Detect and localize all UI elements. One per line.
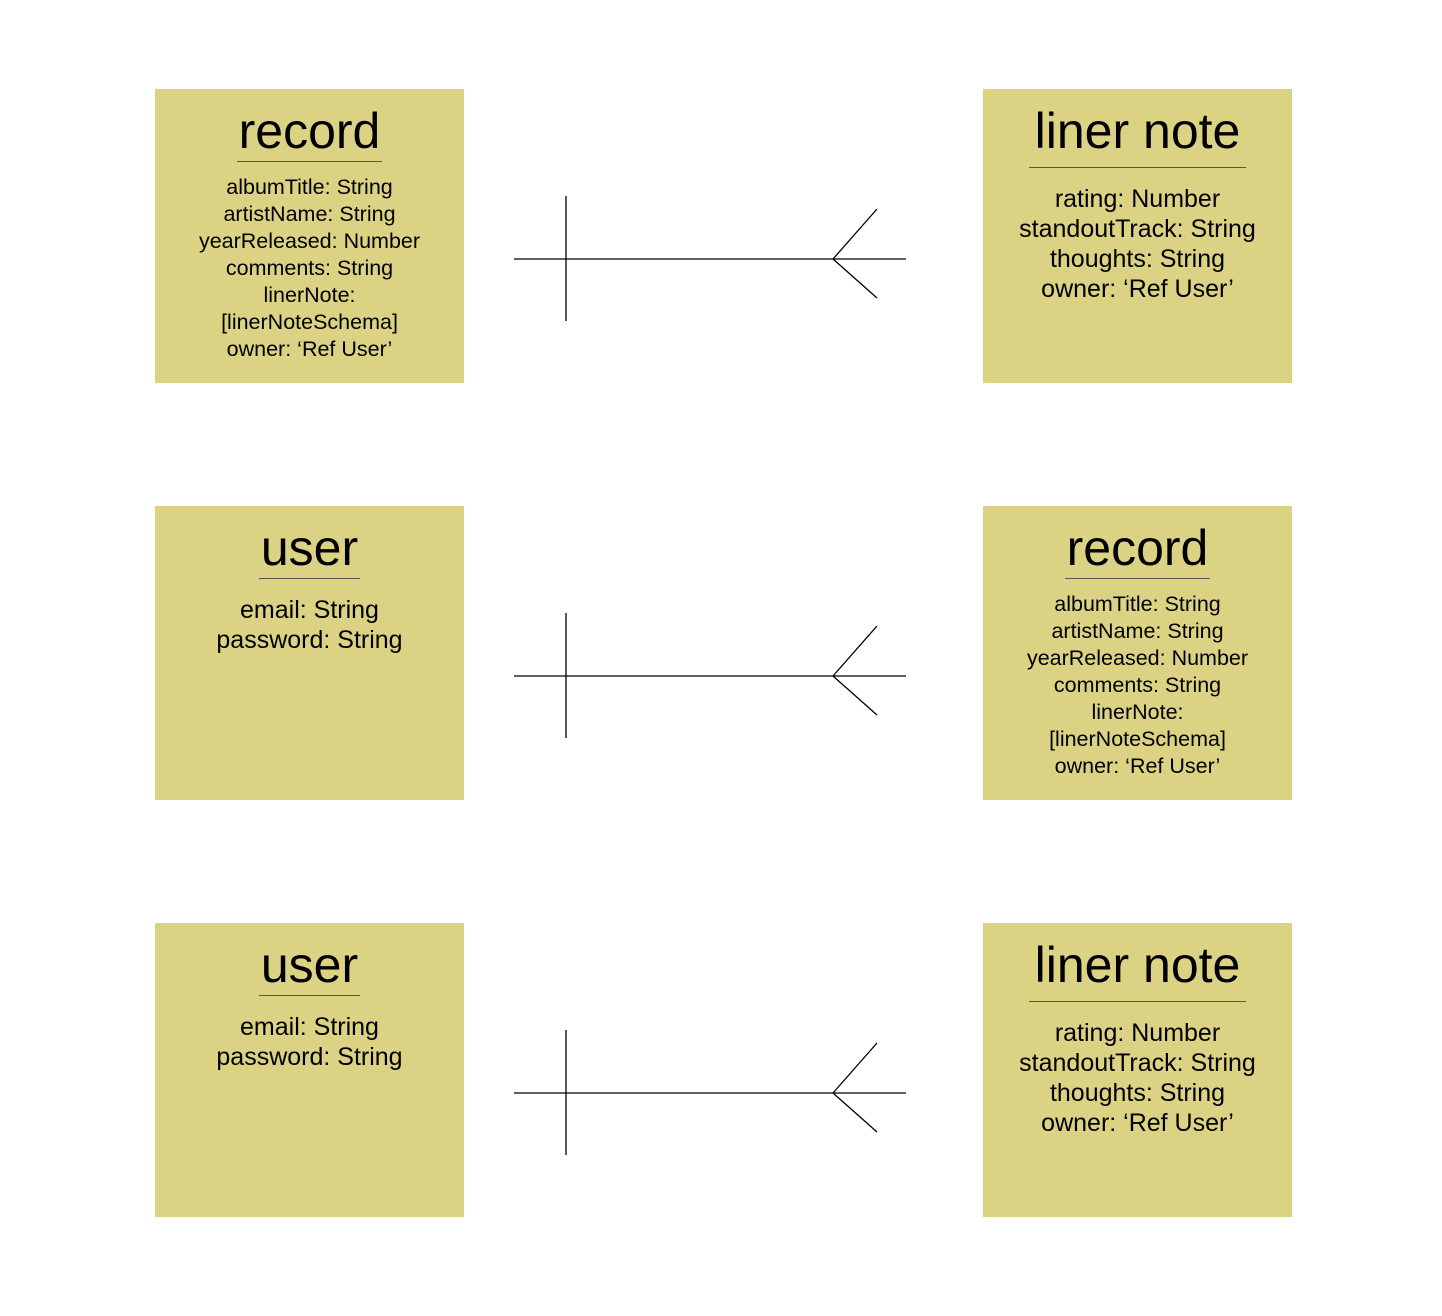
attribute: albumTitle: String [1054,592,1221,616]
attribute-list: albumTitle: String artistName: String ye… [155,174,464,363]
attribute: email: String [240,596,379,624]
entity-liner-note-1: liner note rating: Number standoutTrack:… [983,89,1292,383]
entity-user-1: user email: String password: String [155,506,464,800]
attribute: password: String [216,1043,403,1071]
entity-user-2: user email: String password: String [155,923,464,1217]
attribute: comments: String [1053,673,1222,697]
attribute-list: rating: Number standoutTrack: String tho… [983,184,1292,304]
entity-title: record [236,103,383,162]
crows-foot-lower [832,675,878,716]
attribute: linerNote: [1091,700,1184,724]
attribute: comments: String [225,256,394,280]
attribute: yearReleased: Number [198,229,421,253]
entity-title: user [258,520,361,579]
crows-foot-lower [832,1092,878,1133]
attribute-list: email: String password: String [155,595,464,655]
attribute: owner: ‘Ref User’ [1041,275,1234,303]
attribute: yearReleased: Number [1026,646,1249,670]
attribute: linerNote: [263,283,356,307]
attribute-list: rating: Number standoutTrack: String tho… [983,1018,1292,1138]
relationship-one-to-many-1 [514,196,906,321]
crows-foot-upper [832,1042,878,1094]
attribute-list: albumTitle: String artistName: String ye… [983,591,1292,780]
attribute: email: String [240,1013,379,1041]
attribute: thoughts: String [1049,1079,1226,1107]
attribute-list: email: String password: String [155,1012,464,1072]
attribute: rating: Number [1054,185,1221,213]
attribute: password: String [216,626,403,654]
attribute: thoughts: String [1049,245,1226,273]
relationship-one-to-many-3 [514,1030,906,1155]
entity-record-1: record albumTitle: String artistName: St… [155,89,464,383]
attribute: rating: Number [1054,1019,1221,1047]
entity-title: liner note [1028,103,1247,168]
attribute: owner: ‘Ref User’ [1041,1109,1234,1137]
attribute: owner: ‘Ref User’ [226,337,393,361]
crows-foot-upper [832,208,878,260]
entity-title: liner note [1028,937,1247,1002]
attribute: artistName: String [1051,619,1224,643]
attribute: [linerNoteSchema] [1049,727,1226,751]
attribute: albumTitle: String [226,175,393,199]
entity-title: record [1064,520,1211,579]
attribute: standoutTrack: String [1019,1049,1256,1077]
crows-foot-lower [832,258,878,299]
crows-foot-upper [832,625,878,677]
entity-record-2: record albumTitle: String artistName: St… [983,506,1292,800]
attribute: artistName: String [223,202,396,226]
entity-liner-note-2: liner note rating: Number standoutTrack:… [983,923,1292,1217]
attribute: [linerNoteSchema] [221,310,398,334]
attribute: standoutTrack: String [1019,215,1256,243]
relationship-one-to-many-2 [514,613,906,738]
attribute: owner: ‘Ref User’ [1054,754,1221,778]
entity-title: user [258,937,361,996]
